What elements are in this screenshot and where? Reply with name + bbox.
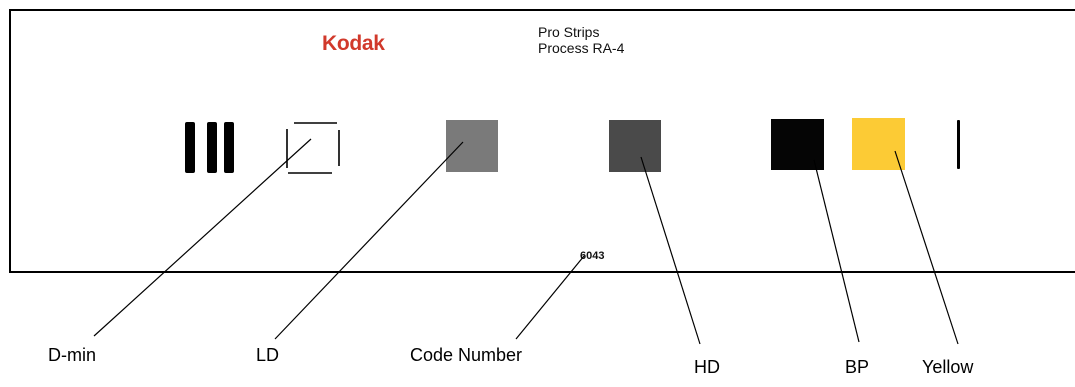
kodak-logo: Kodak: [322, 32, 385, 55]
label-ld: LD: [256, 345, 280, 365]
leader-dmin: [93, 138, 312, 337]
label-bp: BP: [845, 357, 870, 377]
label-dmin: D-min: [48, 345, 96, 365]
label-yellow: Yellow: [922, 357, 974, 377]
leader-ld: [274, 141, 464, 340]
yellow-patch: [852, 118, 905, 170]
leader-yellow: [894, 150, 959, 345]
leader-hd: [640, 156, 701, 345]
registration-bar-1: [185, 122, 195, 173]
strip-title: Pro Strips Process RA-4: [538, 24, 624, 56]
bp-patch: [771, 119, 824, 170]
ld-patch: [446, 120, 498, 172]
end-mark-bar: [957, 120, 960, 169]
leader-code-number: [515, 255, 585, 340]
registration-bar-2: [207, 122, 217, 173]
dmin-patch: [286, 122, 340, 174]
label-code-number: Code Number: [410, 345, 523, 365]
control-strip: [9, 9, 1075, 273]
leader-bp: [813, 159, 860, 343]
strip-title-line2: Process RA-4: [538, 40, 625, 56]
code-number-text: 6043: [580, 250, 605, 262]
registration-bar-3: [224, 122, 234, 173]
hd-patch: [609, 120, 661, 172]
label-hd: HD: [694, 357, 720, 377]
strip-title-line1: Pro Strips: [538, 24, 600, 40]
